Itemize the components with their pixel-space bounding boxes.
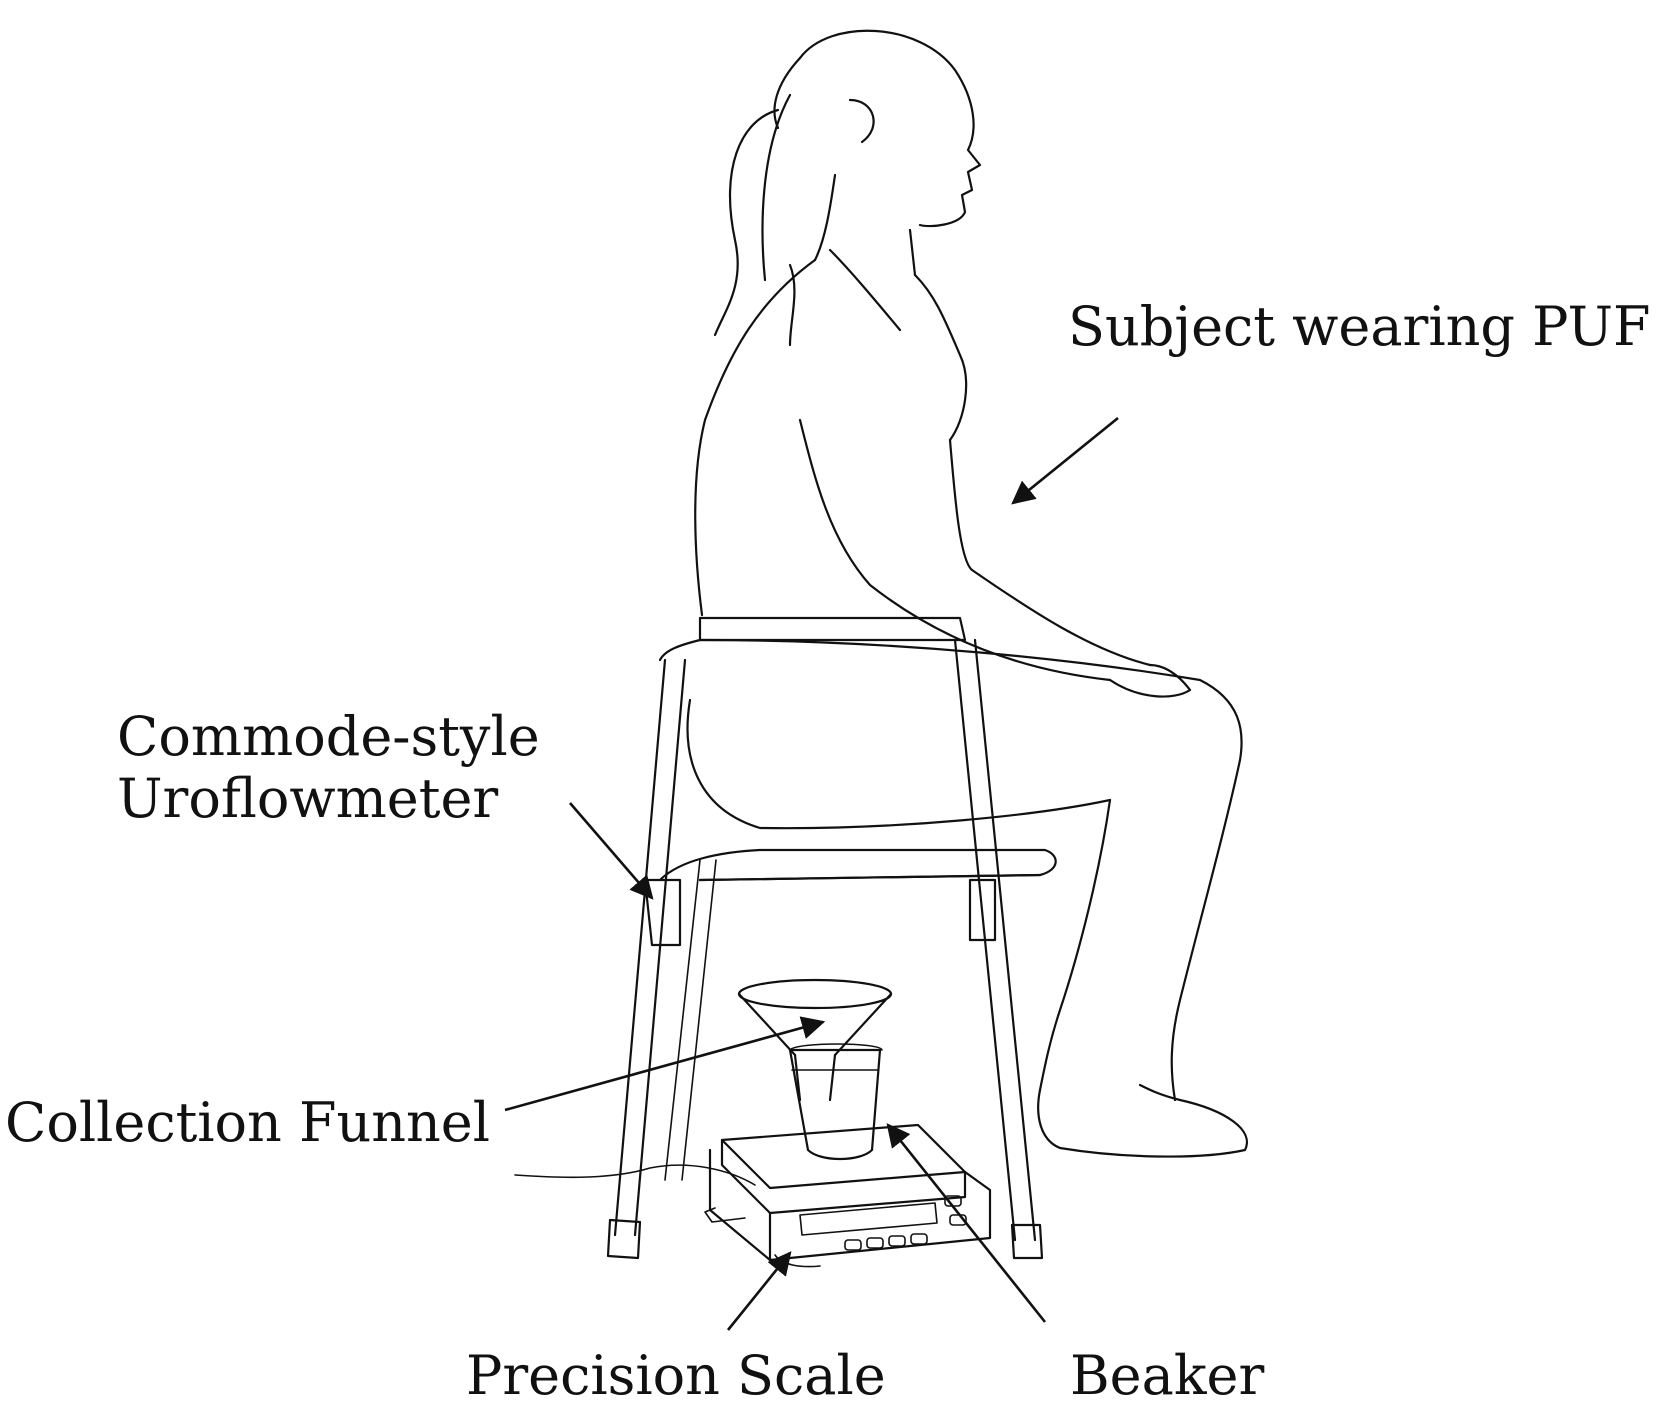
commode-chair: [514, 616, 1057, 1260]
arrow-subject: [1011, 416, 1119, 505]
collection-funnel-and-beaker: [737, 978, 893, 1160]
arrow-beaker: [886, 1123, 1047, 1323]
label-commode-line2: Uroflowmeter: [117, 767, 499, 830]
label-commode-uroflowmeter: Commode-style Uroflowmeter: [117, 706, 540, 830]
label-commode-line1: Commode-style: [117, 705, 540, 768]
annotation-arrows: [504, 416, 1119, 1331]
label-subject-wearing-puf: Subject wearing PUF: [1068, 295, 1651, 358]
label-collection-funnel: Collection Funnel: [5, 1091, 491, 1154]
precision-scale: [704, 1123, 992, 1268]
seated-subject-figure: [686, 29, 1248, 1158]
arrow-funnel: [504, 1016, 826, 1112]
label-precision-scale: Precision Scale: [466, 1344, 886, 1407]
arrow-commode: [569, 802, 654, 900]
arrow-scale: [726, 1251, 792, 1331]
label-beaker: Beaker: [1070, 1344, 1265, 1407]
